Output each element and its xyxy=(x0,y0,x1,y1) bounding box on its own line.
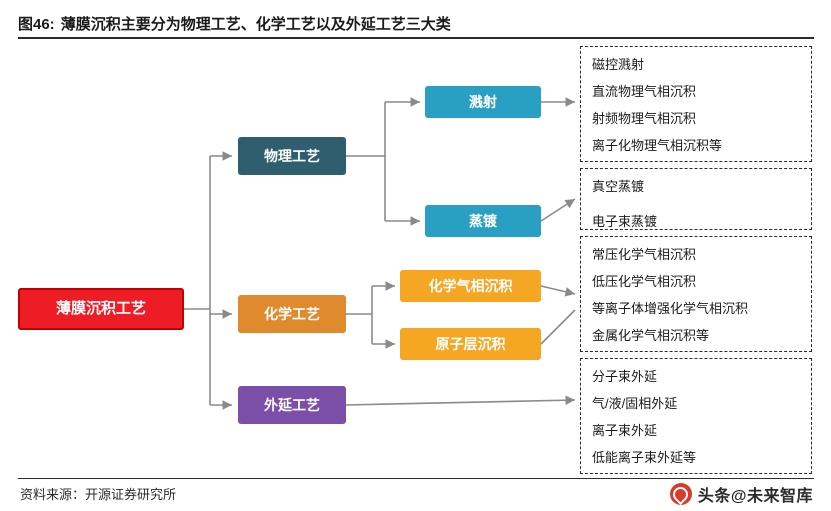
node-evaporation[interactable]: 蒸镀 xyxy=(425,205,541,237)
node-root[interactable]: 薄膜沉积工艺 xyxy=(18,288,184,330)
list-item: 低能离子束外延等 xyxy=(592,450,697,465)
list-item: 常压化学气相沉积 xyxy=(592,247,697,262)
footer-divider xyxy=(18,478,814,479)
figure-title-bar: 图46: 薄膜沉积主要分为物理工艺、化学工艺以及外延工艺三大类 xyxy=(18,10,814,36)
list-item: 等离子体增强化学气相沉积 xyxy=(592,301,749,316)
title-divider xyxy=(18,37,814,39)
figure-label: 图46: xyxy=(18,15,55,33)
group-cvd-items xyxy=(580,236,812,352)
node-epitaxy-process[interactable]: 外延工艺 xyxy=(238,386,346,424)
list-item: 磁控溅射 xyxy=(592,57,645,72)
list-item: 电子束蒸镀 xyxy=(592,214,658,229)
list-item: 离子化物理气相沉积等 xyxy=(592,138,723,153)
page-title: 薄膜沉积主要分为物理工艺、化学工艺以及外延工艺三大类 xyxy=(60,15,451,33)
node-sputtering[interactable]: 溅射 xyxy=(425,86,541,118)
list-item: 气/液/固相外延 xyxy=(592,396,678,411)
list-item: 分子束外延 xyxy=(592,369,658,384)
node-physical-process[interactable]: 物理工艺 xyxy=(238,137,346,175)
list-item: 金属化学气相沉积等 xyxy=(592,328,710,343)
list-item: 真空蒸镀 xyxy=(592,179,645,194)
group-sputter-items xyxy=(580,46,812,162)
watermark: 头条@未来智库 xyxy=(669,482,813,506)
group-evaporation-items xyxy=(580,168,812,230)
node-cvd[interactable]: 化学气相沉积 xyxy=(400,270,541,302)
list-item: 直流物理气相沉积 xyxy=(592,84,697,99)
group-epitaxy-items xyxy=(580,358,812,474)
source-note: 资料来源：开源证券研究所 xyxy=(20,487,177,502)
list-item: 低压化学气相沉积 xyxy=(592,274,697,289)
list-item: 离子束外延 xyxy=(592,423,658,438)
flame-icon xyxy=(669,483,692,505)
list-item: 射频物理气相沉积 xyxy=(592,111,697,126)
watermark-text: 头条@未来智库 xyxy=(697,488,813,505)
node-ald[interactable]: 原子层沉积 xyxy=(400,328,541,360)
node-chemical-process[interactable]: 化学工艺 xyxy=(238,295,346,333)
